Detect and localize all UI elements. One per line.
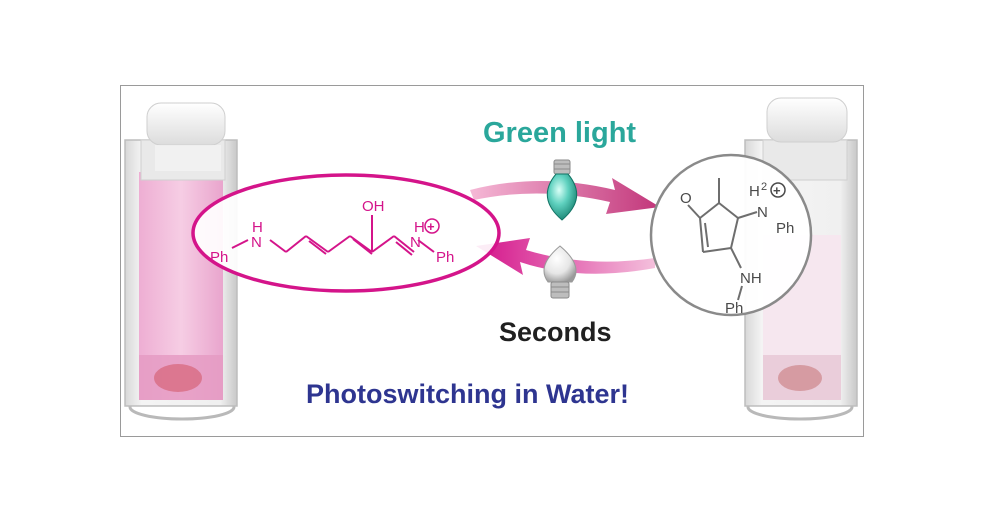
open-ph-left: Ph <box>210 249 228 266</box>
open-nh-h: H <box>252 219 263 236</box>
seconds-label: Seconds <box>499 317 612 347</box>
open-form-bonds <box>231 215 435 256</box>
open-charge: + <box>427 219 435 234</box>
open-oh: OH <box>362 198 385 215</box>
photoswitching-caption: Photoswitching in Water! <box>306 379 629 409</box>
forward-arrow <box>470 178 660 214</box>
closed-form-bonds <box>687 178 758 301</box>
closed-o: O <box>680 190 692 207</box>
closed-nh-bottom: NH <box>740 270 762 287</box>
left-cuvette <box>124 102 238 421</box>
open-nh-n: N <box>251 234 262 251</box>
open-form-ellipse <box>191 173 501 293</box>
closed-charge: + <box>773 183 781 198</box>
reverse-arrow <box>476 238 655 275</box>
green-light-label: Green light <box>483 117 637 149</box>
closed-ph-bottom: Ph <box>725 300 743 317</box>
open-n-plus: N <box>410 234 421 251</box>
green-bulb-icon <box>546 159 578 221</box>
open-h-plus: H <box>414 219 425 236</box>
closed-ph-top: Ph <box>776 220 794 237</box>
closed-nh2-h: H <box>749 183 760 200</box>
clear-bulb-icon <box>543 245 577 299</box>
closed-nh2-sub: 2 <box>761 181 767 193</box>
closed-form-circle <box>649 153 813 317</box>
closed-nh2-n: N <box>757 204 768 221</box>
closed-charge-circle <box>770 182 786 198</box>
open-ph-right: Ph <box>436 249 454 266</box>
open-charge-circle <box>424 218 440 234</box>
